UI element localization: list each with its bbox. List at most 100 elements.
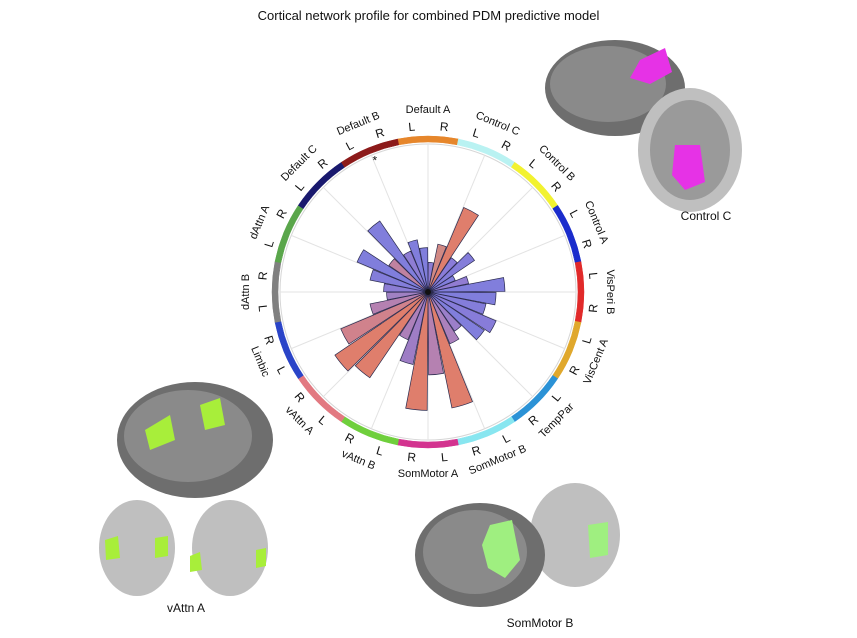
hemisphere-label: L xyxy=(567,207,583,220)
bar xyxy=(427,207,479,293)
brain-caption-vattn-a: vAttn A xyxy=(167,601,205,615)
hemisphere-label: L xyxy=(471,125,482,140)
bar xyxy=(334,291,429,372)
hemisphere-label: R xyxy=(374,125,387,141)
ring-segment xyxy=(427,438,459,449)
bar xyxy=(403,250,429,293)
bar xyxy=(427,277,506,293)
hemisphere-label: R xyxy=(292,390,309,406)
bar xyxy=(407,239,429,293)
hemisphere-label: R xyxy=(499,137,514,154)
chart-title: Cortical network profile for combined PD… xyxy=(257,8,600,23)
hemisphere-label: R xyxy=(255,270,270,280)
network-label: Default C xyxy=(279,143,320,184)
brain-axial-slice-right xyxy=(192,500,268,596)
hemisphere-label: R xyxy=(315,155,331,172)
ring-marker: * xyxy=(372,153,377,167)
brain-caption-control-c: Control C xyxy=(681,209,732,223)
brain-inset-sommotor-b: SomMotor B xyxy=(415,483,620,630)
brain-axial-slice-left xyxy=(99,500,175,596)
network-label: dAttn B xyxy=(240,274,252,310)
hemisphere-label: R xyxy=(343,430,358,447)
bars xyxy=(334,207,506,411)
hemisphere-label: L xyxy=(292,179,307,193)
network-label: Control B xyxy=(536,143,577,184)
hemisphere-label: L xyxy=(261,238,276,249)
ring-segment xyxy=(397,438,429,449)
network-label: SomMotor A xyxy=(398,468,459,480)
ring-segment xyxy=(367,138,400,154)
bar xyxy=(340,291,429,345)
network-label: Limbic xyxy=(248,345,271,379)
bar xyxy=(386,291,429,301)
hemisphere-label: R xyxy=(273,206,290,221)
hemisphere-label: L xyxy=(549,390,564,404)
brain-highlight-vattn-a-5 xyxy=(190,552,202,572)
brain-highlight-vattn-a-3 xyxy=(105,536,120,560)
bar xyxy=(427,257,458,293)
network-label: Control C xyxy=(474,109,522,138)
hemisphere-label: L xyxy=(440,450,448,465)
network-label: Default A xyxy=(406,104,451,116)
brain-highlight-sommotor-b-axial xyxy=(588,522,608,558)
bar xyxy=(367,220,429,293)
bar xyxy=(399,291,429,365)
brain-highlight-vattn-a xyxy=(145,415,175,450)
hemisphere-label: R xyxy=(579,238,595,251)
hemisphere-label: L xyxy=(274,364,290,377)
bar xyxy=(427,252,476,293)
bar xyxy=(427,291,473,409)
brain-caption-sommotor-b: SomMotor B xyxy=(507,616,574,630)
ring-segment xyxy=(574,261,585,293)
bar xyxy=(427,291,497,334)
network-label: vAttn A xyxy=(283,404,317,438)
brain-highlight-control-c-axial xyxy=(672,145,705,190)
bar xyxy=(427,291,462,332)
hemisphere-label: R xyxy=(526,412,542,429)
hemisphere-label: L xyxy=(316,413,330,428)
bar xyxy=(405,291,429,411)
network-label: VisPeri B xyxy=(604,269,616,314)
center-dot xyxy=(425,289,431,295)
hemisphere-label: L xyxy=(408,119,416,134)
brain-lateral-gyri xyxy=(550,46,666,122)
network-label: TempPar xyxy=(537,401,577,441)
hemisphere-label: R xyxy=(470,443,483,459)
bar xyxy=(369,269,429,293)
brain-inset-vattn-a: vAttn A xyxy=(99,382,273,615)
hemisphere-label: L xyxy=(526,156,540,171)
bar xyxy=(427,291,445,376)
network-label: vAttn B xyxy=(340,448,377,473)
ring-segment xyxy=(574,291,585,323)
brain-highlight-vattn-a-6 xyxy=(256,548,266,568)
hemisphere-label: L xyxy=(586,272,601,280)
ring-segment xyxy=(271,261,282,293)
bar xyxy=(427,291,460,345)
bar xyxy=(427,291,485,341)
bar xyxy=(427,291,487,315)
bar xyxy=(356,249,429,293)
brain-inset-control-c: Control C xyxy=(545,40,742,223)
ring-segment xyxy=(427,135,459,146)
bar xyxy=(427,275,456,293)
bar xyxy=(388,258,429,293)
brain-lateral-gyri xyxy=(124,390,252,482)
bar xyxy=(427,275,470,293)
brain-highlight-vattn-a-2 xyxy=(200,398,225,430)
hemisphere-label: R xyxy=(261,334,277,347)
ring-segment xyxy=(271,291,282,323)
bar xyxy=(427,243,447,293)
brain-highlight-control-c xyxy=(630,48,672,84)
network-ring: * xyxy=(271,135,585,449)
hemisphere-label: L xyxy=(375,443,386,458)
hemisphere-label: R xyxy=(586,303,601,313)
hemisphere-label: L xyxy=(579,335,594,346)
hemisphere-label: L xyxy=(256,304,271,312)
hemisphere-label: R xyxy=(439,119,449,134)
hemisphere-label: L xyxy=(500,431,513,447)
network-label: dAttn A xyxy=(248,203,273,241)
bar xyxy=(399,291,429,341)
brain-highlight-sommotor-b xyxy=(482,520,520,578)
bar xyxy=(354,291,429,379)
